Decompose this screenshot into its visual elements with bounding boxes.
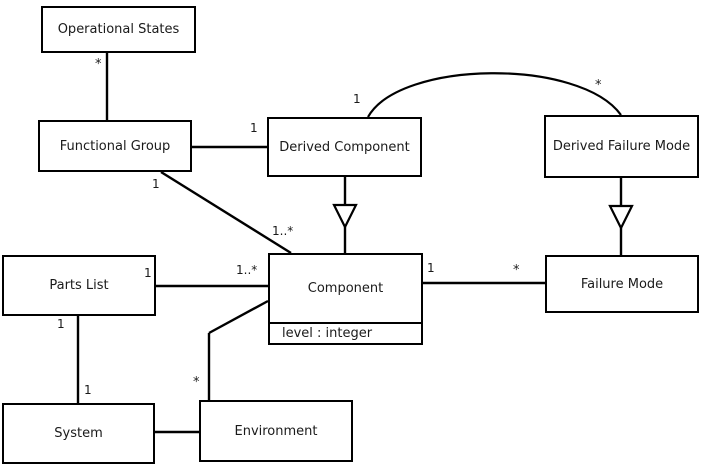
class-name-parts-list: Parts List (49, 278, 109, 293)
class-box-functional-group[interactable]: Functional Group (38, 120, 192, 172)
multiplicity-functional-group-component-one: 1 (152, 177, 160, 191)
multiplicity-parts-list-system-top-one: 1 (57, 317, 65, 331)
multiplicity-parts-list-component-many: 1..* (236, 263, 258, 277)
class-attribute-component-level: level : integer (270, 322, 421, 343)
multiplicity-parts-list-system-bottom-one: 1 (84, 383, 92, 397)
generalization-triangle-failure-mode (608, 204, 634, 231)
connector-derived-component-derived-failure-mode (367, 72, 622, 118)
class-name-failure-mode: Failure Mode (580, 276, 664, 292)
multiplicity-component-environment-star: * (193, 375, 200, 390)
class-box-operational-states[interactable]: Operational States (41, 6, 196, 53)
class-box-derived-failure-mode[interactable]: Derived Failure Mode (544, 115, 699, 178)
connector-functional-group-component (160, 170, 292, 255)
class-box-derived-component[interactable]: Derived Component (267, 117, 422, 177)
multiplicity-parts-list-component-one: 1 (144, 266, 152, 280)
multiplicity-derived-component-arc-one: 1 (353, 92, 361, 106)
class-box-system[interactable]: System (2, 403, 155, 464)
multiplicity-component-failure-mode-one: 1 (427, 261, 435, 275)
class-name-environment: Environment (234, 423, 318, 439)
class-name-derived-failure-mode: Derived Failure Mode (552, 139, 691, 154)
multiplicity-functional-group-derived-component-one: 1 (250, 121, 258, 135)
generalization-triangle-component (332, 203, 358, 230)
multiplicity-component-failure-mode-star: * (513, 263, 520, 278)
class-box-component[interactable]: Component level : integer (268, 253, 423, 345)
connector-component-environment-diagonal (208, 299, 269, 335)
class-name-derived-component: Derived Component (279, 139, 410, 155)
class-name-component: Component (307, 281, 384, 296)
multiplicity-functional-group-component-many: 1..* (272, 224, 294, 238)
class-name-functional-group: Functional Group (59, 138, 171, 154)
class-box-environment[interactable]: Environment (199, 400, 353, 462)
class-box-failure-mode[interactable]: Failure Mode (545, 255, 699, 313)
multiplicity-operational-states-functional-group-star: * (95, 57, 102, 72)
multiplicity-derived-failure-mode-arc-star: * (595, 78, 602, 93)
class-box-parts-list[interactable]: Parts List (2, 255, 156, 316)
class-name-operational-states: Operational States (57, 22, 180, 37)
class-name-system: System (54, 426, 103, 441)
